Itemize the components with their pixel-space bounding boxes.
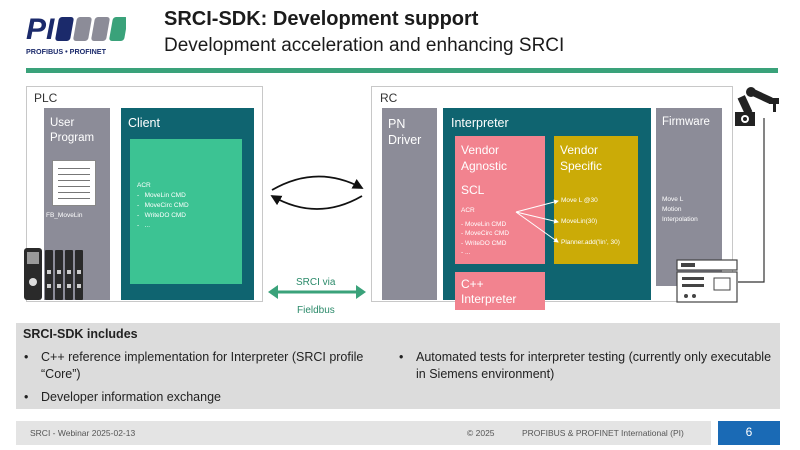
cpp-interpreter-block — [455, 272, 545, 310]
slide-title: SRCI-SDK: Development support — [164, 8, 479, 30]
client-list-title: ACR — [137, 182, 151, 189]
fieldbus-arrow-icon — [268, 285, 366, 299]
firmware-description: Move L Motion Interpolation — [662, 195, 698, 225]
logo-text: PI — [26, 13, 55, 46]
vendor-command: Planner.add('lin', 30) — [561, 239, 620, 246]
sdk-includes-panel — [16, 323, 780, 409]
client-list-item: - ... — [137, 222, 151, 229]
client-command-list: ACR - MoveLin CMD - MoveCirc CMD - Write… — [137, 181, 189, 231]
firmware-title: Firmware — [662, 116, 710, 128]
vendor-specific-title: Vendor Specific — [560, 143, 603, 173]
scl-list-item: - ... — [461, 249, 471, 256]
header-divider — [26, 68, 778, 73]
robot-cable — [738, 118, 765, 283]
scl-command-list: ACR - MoveLin CMD - MoveCirc CMD - Write… — [461, 206, 509, 258]
footer-copyright: © 2025 — [467, 428, 495, 438]
plc-label: PLC — [34, 91, 58, 105]
plc-device-icon — [24, 248, 83, 300]
scl-list-title: ACR — [461, 207, 475, 214]
function-block-label: FB_MoveLin — [46, 212, 83, 219]
vendor-agnostic-block — [455, 136, 545, 264]
includes-bullet: • Developer information exchange — [24, 390, 221, 404]
page-number-box — [718, 421, 780, 445]
scl-list-item: - MoveCirc CMD — [461, 230, 510, 237]
pn-driver-block — [382, 108, 437, 300]
bullet-icon: • — [399, 350, 404, 364]
vendor-command: Move L @30 — [561, 197, 598, 204]
includes-bullet: • C++ reference implementation for Inter… — [24, 350, 364, 381]
page-number: 6 — [745, 425, 753, 439]
firmware-desc-line: Interpolation — [662, 216, 698, 223]
client-command-panel — [130, 139, 242, 284]
footer-organization: PROFIBUS & PROFINET International (PI) — [522, 428, 684, 438]
scl-list-item: - MoveLin CMD — [461, 220, 507, 228]
sdk-includes-title: SRCI-SDK includes — [23, 327, 138, 341]
bullet-icon: • — [24, 390, 29, 404]
vendor-command: MoveLin(30) — [561, 218, 598, 225]
firmware-block — [656, 108, 722, 286]
mapping-arrows-icon — [515, 199, 559, 243]
cpp-interpreter-title: C++ Interpreter — [461, 277, 517, 306]
pn-driver-title: PN Driver — [388, 117, 422, 147]
logo-subtext: PROFIBUS • PROFINET — [26, 47, 107, 56]
scl-list-item: - WriteDO CMD — [461, 239, 507, 247]
client-list-item: - MoveLin CMD — [137, 192, 186, 199]
slide-subtitle: Development acceleration and enhancing S… — [164, 35, 565, 56]
robot-arm-icon — [735, 87, 779, 126]
client-title: Client — [128, 116, 160, 130]
pi-logo: PI PROFIBUS • PROFINET — [26, 13, 126, 56]
cycle-arrows-icon — [270, 175, 364, 210]
client-list-item: - MoveCirc CMD — [137, 202, 189, 209]
client-list-item: - WriteDO CMD — [137, 212, 186, 219]
footer-event: SRCI - Webinar 2025-02-13 — [30, 428, 136, 438]
footer-bar — [16, 421, 711, 445]
bus-label-top: SRCI via — [296, 277, 336, 288]
function-block-icon — [52, 160, 96, 206]
vendor-specific-block — [554, 136, 638, 264]
controller-hardware-icon — [676, 259, 738, 303]
interpreter-title: Interpreter — [451, 116, 509, 130]
user-program-title: User Program — [50, 117, 95, 144]
bus-label-bottom: Fieldbus — [297, 305, 335, 316]
firmware-desc-line: Motion — [662, 206, 682, 213]
bullet-icon: • — [24, 350, 29, 364]
rc-label: RC — [380, 91, 398, 105]
firmware-desc-line: Move L — [662, 196, 684, 203]
scl-title: SCL — [461, 183, 485, 197]
vendor-agnostic-title: Vendor Agnostic — [461, 143, 508, 173]
includes-bullet: • Automated tests for interpreter testin… — [399, 350, 772, 381]
